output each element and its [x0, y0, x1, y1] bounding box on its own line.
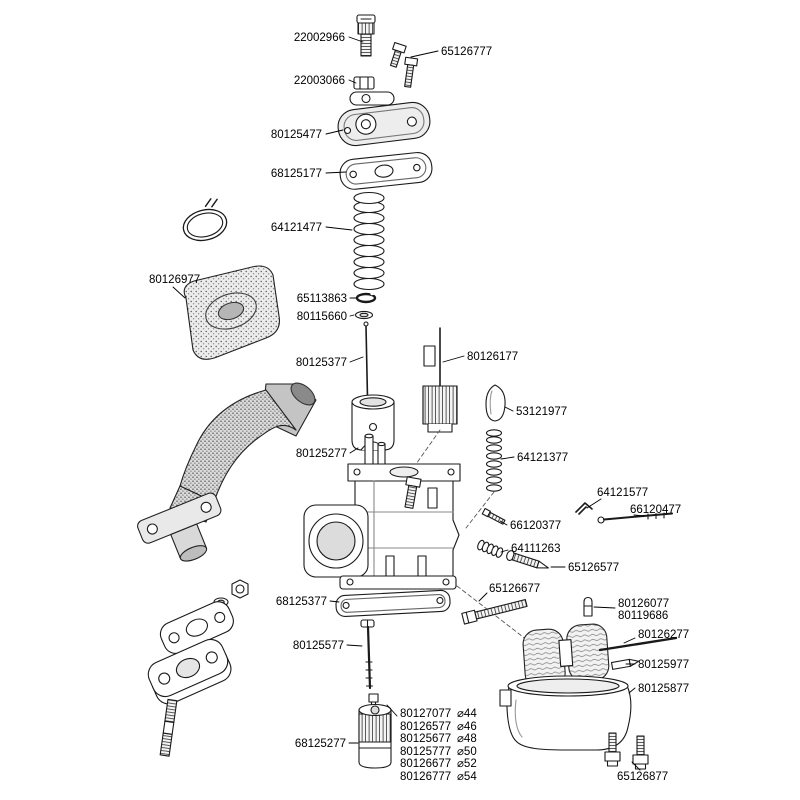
label-float-bowl: 80125877 [638, 683, 689, 695]
part-slide-spring [353, 191, 385, 291]
part-float [522, 623, 610, 689]
part-clamp-ring [182, 198, 228, 242]
label-pilot-pin-a: 80126077 [618, 598, 669, 610]
part-intake-manifold [137, 382, 317, 562]
label-air-filter: 80126977 [149, 274, 200, 286]
label-long-pin: 66120477 [630, 504, 681, 516]
label-needle-seat: 80115660 [297, 311, 347, 323]
label-needle-clip: 64121577 [597, 487, 648, 499]
part-hex-bolt [461, 599, 528, 625]
jet-part-number: 80126577 [400, 721, 451, 733]
label-top-screw: 22002966 [294, 32, 345, 44]
part-cover-screws [389, 41, 419, 88]
jet-part-number: 80126777 [400, 771, 451, 783]
label-tiny-spring: 64111263 [511, 543, 560, 555]
part-labels: 22002966 65126777 22003066 80125477 6812… [149, 32, 689, 783]
part-float-bowl [499, 675, 632, 751]
jet-size-list: 80127077 ⌀44 80126577 ⌀46 80125677 ⌀48 8… [400, 708, 477, 783]
part-needle-clip [575, 502, 593, 515]
label-jet-needle: 80125377 [296, 357, 347, 369]
label-circlip: 65113863 [297, 293, 347, 305]
part-adjuster-plate [349, 91, 395, 106]
label-hinge-pin: 80126277 [638, 629, 689, 641]
part-manifold-gasket [159, 601, 234, 654]
label-top-gasket: 68125177 [271, 168, 322, 180]
part-throttle-slide [351, 394, 395, 451]
part-bowl-screws [604, 732, 649, 770]
part-long-pin-rod [597, 512, 673, 524]
jet-diameter: ⌀50 [457, 746, 477, 758]
part-insulator-spacer [147, 638, 232, 705]
label-cover-screws: 65126777 [441, 46, 492, 58]
jet-diameter: ⌀54 [457, 771, 477, 783]
part-top-screw [356, 14, 376, 57]
label-small-screw: 66120377 [510, 520, 561, 532]
part-needle-jet-screw [360, 619, 375, 690]
part-mixture-screw [506, 550, 549, 569]
part-bowl-gasket [335, 589, 451, 618]
label-float-needle: 80125977 [638, 659, 689, 671]
label-top-cover: 80125477 [271, 129, 322, 141]
label-jet-holder: 68125277 [295, 738, 346, 750]
part-float-needle-valve [610, 658, 640, 670]
part-mounting-stud [159, 698, 178, 757]
part-jet-holder [358, 703, 392, 769]
part-small-nut [231, 579, 249, 599]
leader-lines [172, 36, 645, 771]
label-slide-spring: 64121477 [271, 222, 322, 234]
label-mixture-screw: 65126577 [568, 562, 619, 574]
part-lock-nut [353, 76, 375, 90]
label-choke-slide: 80126177 [467, 351, 518, 363]
label-bowl-gasket: 68125377 [276, 596, 327, 608]
jet-part-number: 80125677 [400, 733, 451, 745]
jet-diameter: ⌀48 [457, 733, 477, 745]
jet-diameter: ⌀52 [457, 758, 477, 770]
label-throttle-slide: 80125277 [296, 448, 347, 460]
part-pilot-pin [583, 596, 593, 617]
label-hex-bolt: 65126677 [489, 583, 540, 595]
part-jet-needle [363, 321, 369, 399]
jet-diameter: ⌀46 [457, 721, 477, 733]
part-choke-slide [422, 327, 458, 433]
part-choke-spring [485, 429, 503, 492]
part-top-gasket [339, 152, 433, 190]
label-bowl-screws: 65126877 [617, 771, 668, 783]
part-needle-seat-washer [354, 310, 374, 320]
part-tiny-spring [477, 539, 504, 558]
label-needle-jet-screw: 80125577 [293, 640, 344, 652]
part-float-hinge-pin [598, 636, 678, 652]
jet-part-number: 80126677 [400, 758, 451, 770]
part-circlip [355, 290, 379, 304]
label-lock-nut: 22003066 [294, 75, 345, 87]
jet-diameter: ⌀44 [457, 708, 477, 720]
label-rubber-cap: 53121977 [516, 406, 567, 418]
part-air-filter-foam [183, 265, 281, 360]
jet-part-number: 80125777 [400, 746, 451, 758]
label-choke-spring: 64121377 [517, 452, 568, 464]
jet-part-number: 80127077 [400, 708, 451, 720]
part-rubber-cap [485, 384, 506, 422]
part-carburetor-body [303, 433, 461, 590]
part-top-cover [337, 101, 431, 147]
label-pilot-pin-b: 80119686 [618, 610, 668, 622]
